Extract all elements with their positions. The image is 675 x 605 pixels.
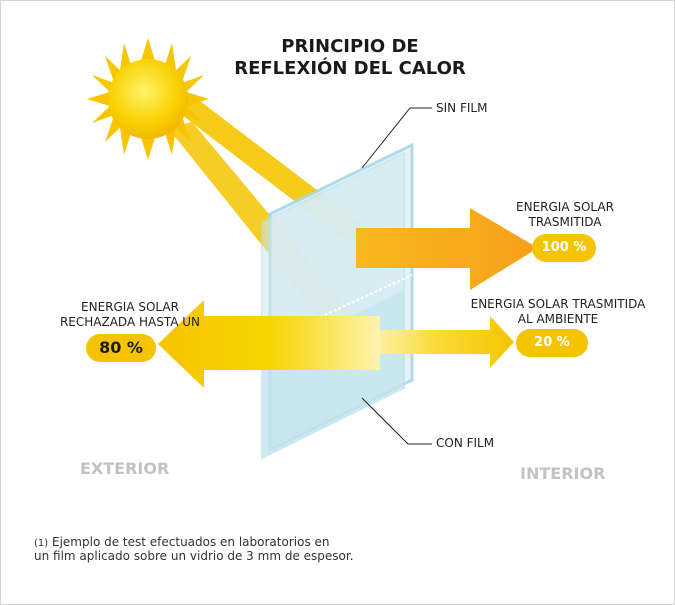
- diagram-title: PRINCIPIO DE REFLEXIÓN DEL CALOR: [200, 36, 500, 80]
- sin-film-label: SIN FILM: [436, 101, 488, 115]
- ambient-label-line-2: AL AMBIENTE: [517, 312, 599, 326]
- sun: [108, 59, 188, 139]
- ambient-value-badge: 20 %: [516, 329, 588, 357]
- sin-film-leader: [361, 107, 432, 169]
- transmitted-arrow: [356, 208, 538, 290]
- rejected-label-line-2: RECHAZADA HASTA UN: [59, 315, 201, 329]
- rejected-label: ENERGIA SOLAR RECHAZADA HASTA UN: [40, 300, 220, 330]
- rejected-arrow: [158, 300, 380, 388]
- exterior-label: EXTERIOR: [80, 459, 170, 478]
- rejected-value-badge: 80 %: [86, 334, 156, 362]
- footnote: (1) Ejemplo de test efectuados en labora…: [34, 536, 354, 562]
- transmitted-label-line-1: ENERGIA SOLAR: [516, 200, 614, 214]
- rejected-label-line-1: ENERGIA SOLAR: [81, 300, 179, 314]
- ambient-label-line-1: ENERGIA SOLAR TRASMITIDA: [470, 297, 646, 311]
- interior-label: INTERIOR: [520, 464, 606, 483]
- con-film-leader: [361, 397, 432, 445]
- transmitted-label-line-2: TRASMITIDA: [528, 215, 602, 229]
- footnote-text-2: un film aplicado sobre un vidrio de 3 mm…: [34, 549, 354, 563]
- footnote-marker: (1): [34, 538, 49, 549]
- transmitted-value-badge: 100 %: [532, 234, 596, 262]
- title-line-2: REFLEXIÓN DEL CALOR: [234, 58, 466, 79]
- ambient-label: ENERGIA SOLAR TRASMITIDA AL AMBIENTE: [446, 297, 670, 327]
- footnote-text-1: Ejemplo de test efectuados en laboratori…: [52, 535, 330, 549]
- con-film-label: CON FILM: [436, 436, 495, 450]
- transmitted-label: ENERGIA SOLAR TRASMITIDA: [500, 200, 630, 230]
- title-line-1: PRINCIPIO DE: [281, 36, 419, 57]
- ambient-arrow: [356, 316, 514, 368]
- footnote-line-1: (1) Ejemplo de test efectuados en labora…: [34, 536, 354, 550]
